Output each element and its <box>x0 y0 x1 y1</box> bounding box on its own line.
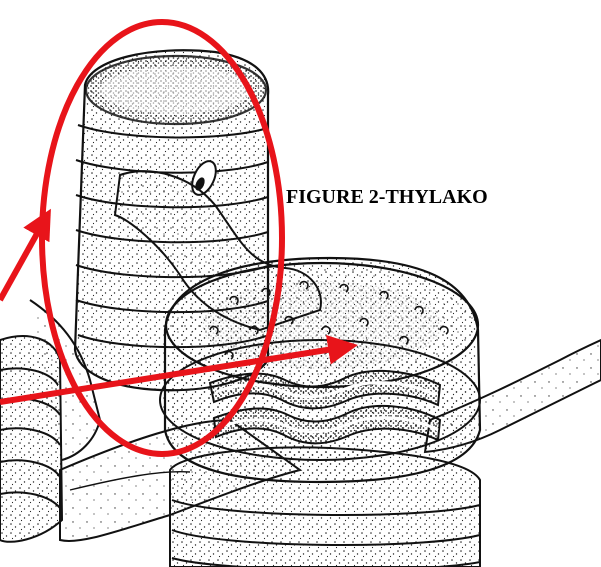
figure-caption: FIGURE 2-THYLAKO <box>286 186 488 209</box>
